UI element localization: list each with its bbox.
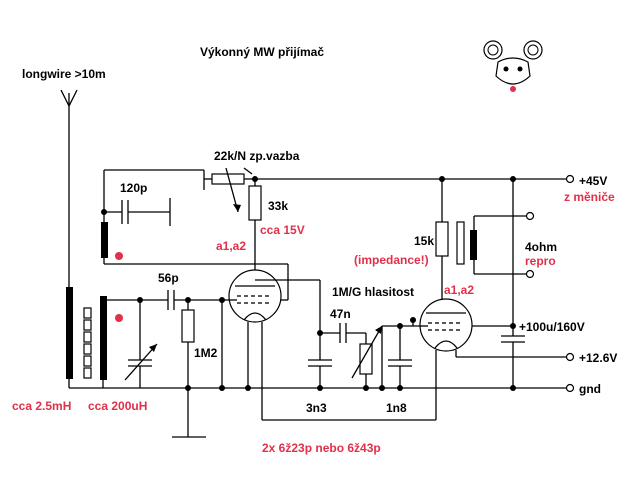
tube-1-cathode xyxy=(172,322,436,438)
tuning-capacitor xyxy=(124,300,158,388)
supply-45v-note: z měniče xyxy=(564,190,615,204)
supply-12v-label: +12.6V xyxy=(579,351,617,365)
impedance-label: (impedance!) xyxy=(354,253,429,267)
capacitor-56p-label: 56p xyxy=(158,271,179,285)
speaker-label: repro xyxy=(525,254,556,268)
speaker-ohm-label: 4ohm xyxy=(525,240,557,254)
capacitor-120p xyxy=(101,198,171,226)
capacitor-120p-label: 120p xyxy=(120,181,147,195)
output-stage xyxy=(435,179,535,299)
voltage-15v-label: cca 15V xyxy=(260,223,305,237)
supply-45v-rail xyxy=(255,174,575,184)
supply-45v-label: +45V xyxy=(579,174,607,188)
filter-capacitor xyxy=(501,179,525,391)
grid-network-1 xyxy=(103,290,229,388)
anode-output-1 xyxy=(255,279,366,391)
resistor-33k-label: 33k xyxy=(268,199,288,213)
tube-2-cathode xyxy=(435,350,575,420)
tubes-label: 2x 6ž23p nebo 6ž43p xyxy=(262,441,381,455)
capacitor-47n-label: 47n xyxy=(330,307,351,321)
resistor-15k-label: 15k xyxy=(414,234,434,248)
diagram-title: Výkonný MW přijímač xyxy=(200,45,324,59)
tube-2 xyxy=(410,298,513,352)
grid-network-2 xyxy=(379,323,412,391)
volume-pot xyxy=(351,325,420,391)
ground-terminal xyxy=(565,383,575,393)
coupling-turns xyxy=(83,307,92,379)
coil-200u xyxy=(100,296,123,388)
capacitor-100u-label: +100u/160V xyxy=(519,320,585,334)
resistor-1m2-label: 1M2 xyxy=(194,346,218,360)
tube-1-anodes-label: a1,a2 xyxy=(216,239,246,253)
volume-label: 1M/G hlasitost xyxy=(332,285,414,299)
coil-200u-label: cca 200uH xyxy=(88,399,147,413)
mouse-face-icon xyxy=(483,40,543,92)
ground-label: gnd xyxy=(579,382,601,396)
tube-2-anodes-label: a1,a2 xyxy=(444,283,474,297)
feedback-pot xyxy=(104,167,255,213)
feedback-label: 22k/N zp.vazba xyxy=(214,149,300,163)
antenna-icon xyxy=(60,89,78,288)
capacitor-3n3-label: 3n3 xyxy=(306,401,327,415)
coil-2m5-label: cca 2.5mH xyxy=(12,399,71,413)
tube-1 xyxy=(228,269,282,323)
antenna-label: longwire >10m xyxy=(22,67,106,81)
reaction-coil xyxy=(101,170,289,301)
capacitor-1n8-label: 1n8 xyxy=(386,401,407,415)
